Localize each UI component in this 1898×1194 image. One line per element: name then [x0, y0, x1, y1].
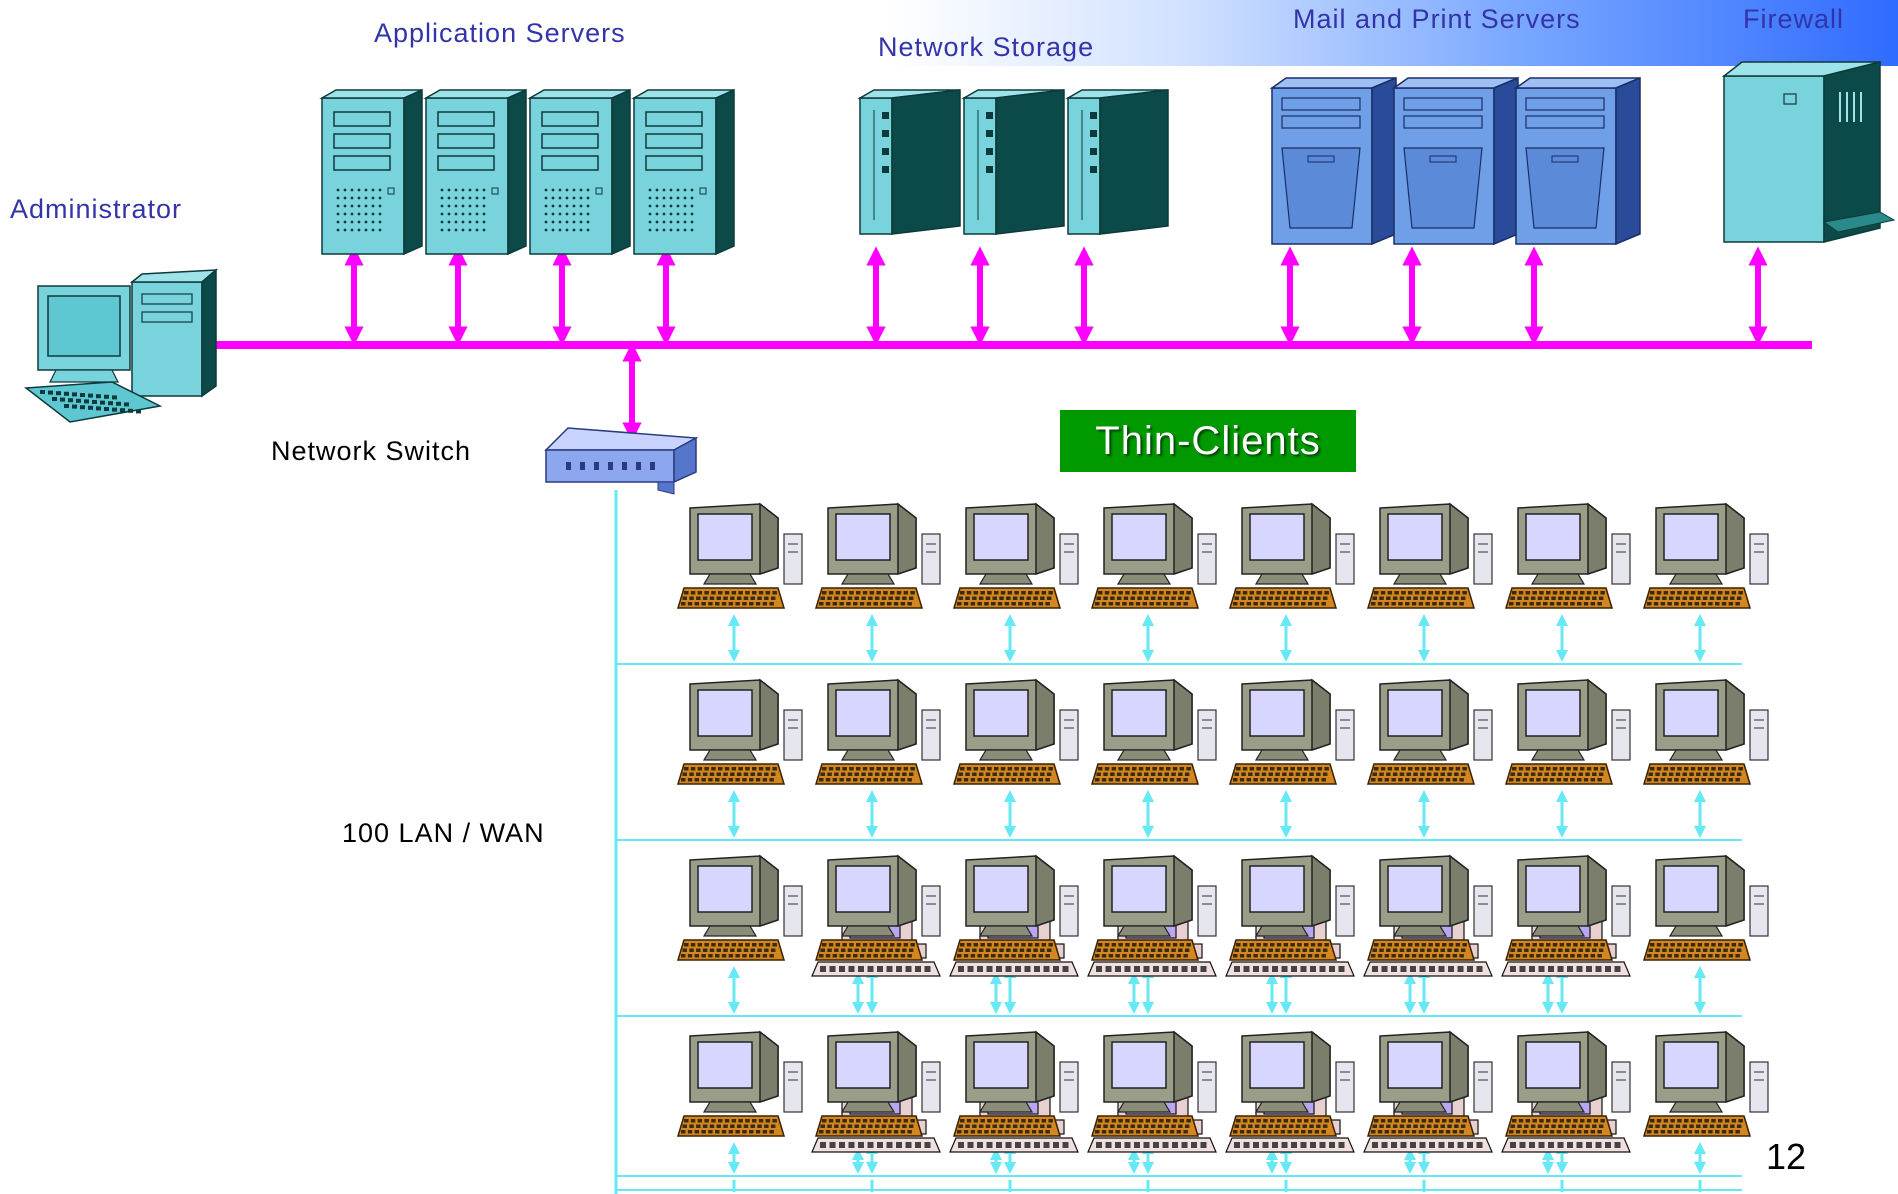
thin-client-r1-c6: [1366, 502, 1493, 609]
thin-client-r4-c3: [952, 1030, 1079, 1137]
page-number: 12: [1766, 1136, 1807, 1177]
firewall-label: Firewall: [1743, 4, 1845, 34]
thin-client-r3-c1: [676, 854, 803, 961]
thin-client-r1-c8: [1642, 502, 1769, 609]
thin-client-r2-c8: [1642, 678, 1769, 785]
thin-client-r2-c6: [1366, 678, 1493, 785]
thin-client-r1-c4: [1090, 502, 1217, 609]
thin-client-r2-c3: [952, 678, 1079, 785]
thin-client-r4-c2: [814, 1030, 941, 1137]
thin-client-r4-c1: [676, 1030, 803, 1137]
network-switch: [544, 427, 699, 495]
application-server-4: [631, 88, 735, 256]
application-servers-label: Application Servers: [374, 18, 626, 48]
application-server-1: [319, 88, 423, 256]
thin-client-r3-c7: [1504, 854, 1631, 961]
network-devices: [23, 61, 1896, 1153]
thin-client-r1-c1: [676, 502, 803, 609]
mail-print-server-3: [1513, 76, 1641, 246]
thin-client-r1-c2: [814, 502, 941, 609]
thin-client-r4-c7: [1504, 1030, 1631, 1137]
thin-client-r1-c3: [952, 502, 1079, 609]
storage-unit-2: [961, 89, 1065, 235]
top-gradient-band: [890, 0, 1898, 66]
thin-client-r3-c8: [1642, 854, 1769, 961]
network-links: [215, 246, 1812, 1194]
thin-client-r3-c2: [814, 854, 941, 961]
storage-unit-1: [857, 89, 961, 235]
thin-client-r3-c5: [1228, 854, 1355, 961]
thin-client-r1-c7: [1504, 502, 1631, 609]
administrator-label: Administrator: [10, 194, 183, 224]
mail-print-server-2: [1391, 76, 1519, 246]
thin-client-r2-c5: [1228, 678, 1355, 785]
network-switch-label: Network Switch: [271, 436, 472, 466]
network-storage-label: Network Storage: [878, 32, 1095, 62]
thin-client-r4-c8: [1642, 1030, 1769, 1137]
thin-client-r3-c4: [1090, 854, 1217, 961]
thin-client-r2-c4: [1090, 678, 1217, 785]
thin-client-r4-c6: [1366, 1030, 1493, 1137]
thin-clients-badge: Thin-Clients: [1060, 410, 1356, 472]
application-server-3: [527, 88, 631, 256]
application-server-2: [423, 88, 527, 256]
thin-client-r2-c2: [814, 678, 941, 785]
thin-client-r1-c5: [1228, 502, 1355, 609]
storage-unit-3: [1065, 89, 1169, 235]
thin-client-r4-c4: [1090, 1030, 1217, 1137]
thin-client-r2-c7: [1504, 678, 1631, 785]
thin-client-r4-c5: [1228, 1030, 1355, 1137]
thin-client-r3-c6: [1366, 854, 1493, 961]
mail-print-servers-label: Mail and Print Servers: [1293, 4, 1581, 34]
mail-print-server-1: [1269, 76, 1397, 246]
lan-wan-label: 100 LAN / WAN: [342, 818, 545, 848]
firewall-server: [1721, 61, 1896, 243]
thin-client-r3-c3: [952, 854, 1079, 961]
administrator-computer: [23, 268, 219, 423]
thin-client-r2-c1: [676, 678, 803, 785]
